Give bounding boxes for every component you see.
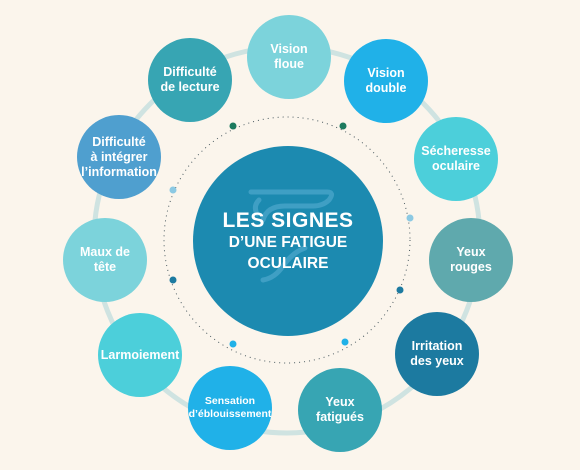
- sign-label: Difficulté de lecture: [160, 65, 220, 94]
- sign-node: Sensation d’éblouissement: [188, 366, 272, 450]
- sign-label: Larmoiement: [100, 347, 180, 362]
- sign-node: Yeux rouges: [429, 218, 513, 302]
- center-title-line-1: LES SIGNES: [222, 208, 354, 232]
- sign-label: Yeux fatigués: [316, 395, 364, 424]
- sign-label: Vision double: [365, 66, 407, 95]
- sign-label: Sensation d’éblouissement: [188, 395, 272, 420]
- sign-node: Difficulté de lecture: [148, 38, 232, 122]
- sign-node: Yeux fatigués: [298, 368, 382, 452]
- ring-dot: [406, 214, 414, 222]
- sign-node: Sécheresse oculaire: [414, 117, 498, 201]
- center-title-circle: LES SIGNES D’UNE FATIGUE OCULAIRE: [193, 146, 383, 336]
- ring-dot: [341, 338, 349, 346]
- center-title-line-2: D’UNE FATIGUE: [228, 233, 348, 251]
- sign-node: Maux de tête: [63, 218, 147, 302]
- sign-node: Vision double: [344, 39, 428, 123]
- sign-node: Difficulté à intégrer l’information: [77, 115, 161, 199]
- sign-label: Difficulté à intégrer l’information: [81, 134, 157, 179]
- sign-label: Yeux rouges: [450, 245, 492, 274]
- ring-dot: [229, 340, 237, 348]
- sign-label: Irritation des yeux: [410, 339, 464, 368]
- sign-label: Maux de tête: [79, 245, 130, 274]
- center-title-line-3: OCULAIRE: [247, 254, 329, 272]
- ring-dot: [169, 186, 177, 194]
- sign-node: Larmoiement: [98, 313, 182, 397]
- brand-logo-watermark: [248, 189, 335, 283]
- sign-node: Irritation des yeux: [395, 312, 479, 396]
- dotted-inner-ring: [163, 116, 411, 364]
- ring-dot: [169, 276, 177, 284]
- ring-dot: [339, 122, 347, 130]
- ring-dot: [229, 122, 237, 130]
- sign-node: Vision floue: [247, 15, 331, 99]
- sign-label: Vision floue: [270, 42, 308, 71]
- sign-label: Sécheresse oculaire: [421, 144, 491, 173]
- ring-dot: [396, 286, 404, 294]
